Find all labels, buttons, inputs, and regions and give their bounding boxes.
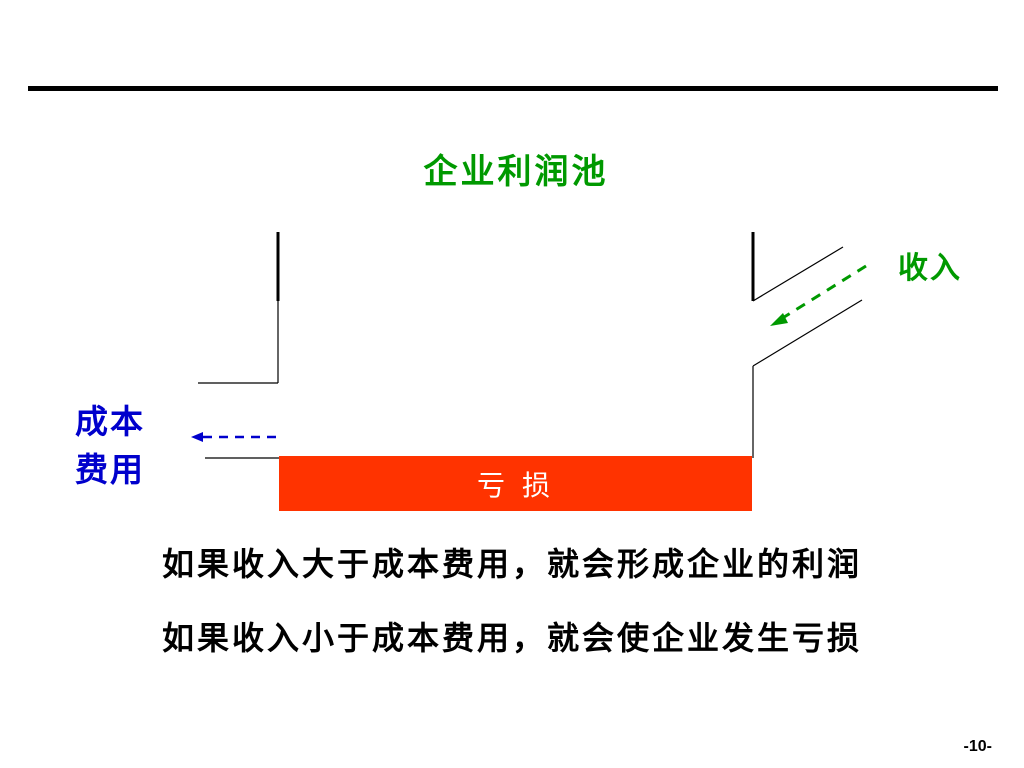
page-number: -10- [963, 738, 992, 755]
income-arrow-head [770, 313, 788, 326]
statement-profit: 如果收入大于成本费用，就会形成企业的利润 [161, 545, 862, 583]
diagram-title: 企业利润池 [423, 152, 609, 192]
loss-label: 亏 损 [477, 468, 554, 502]
cost-label: 成本费用 [75, 402, 145, 489]
top-rule [28, 86, 998, 91]
loss-bar: 亏 损 [279, 456, 752, 511]
income-label: 收入 [898, 251, 962, 286]
statement-loss: 如果收入小于成本费用，就会使企业发生亏损 [161, 619, 862, 657]
cost-arrow-head [191, 432, 203, 442]
income-arrow-shaft [780, 264, 867, 321]
loss-bar-fill [279, 456, 752, 511]
income-pipe-lower [752, 299, 863, 367]
income-pipe-upper [752, 246, 844, 302]
